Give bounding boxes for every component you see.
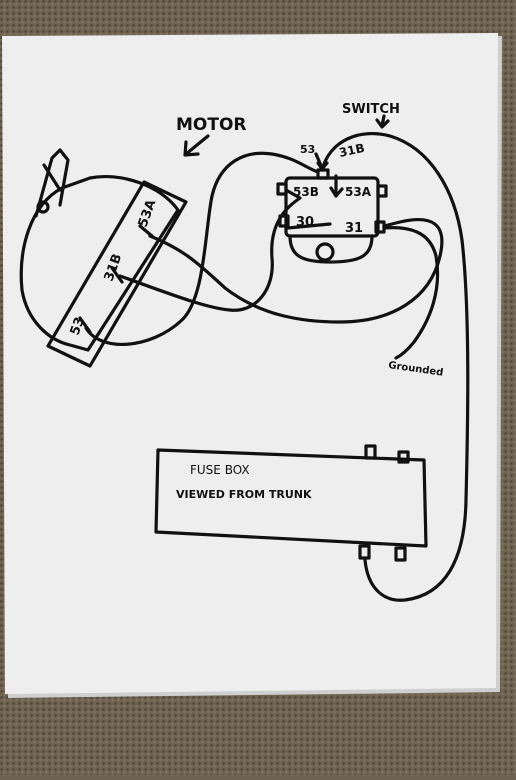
switch-label: SWITCH [342,102,400,117]
wire-motor-53-to-switch [84,151,320,346]
switch-arrow [375,114,390,129]
fuse-box-tab-bottom-left [358,544,371,560]
switch-terminal-31-label: 31 [345,221,363,236]
paper-sheet [2,33,498,694]
switch-terminal-53b-label: 53B [293,185,319,199]
switch-terminal-31b-label: 31B [338,141,366,160]
switch-internal-arrow [329,174,344,198]
motor-crank-pivot [36,200,50,214]
fuse-box-outline [154,448,428,548]
switch-base [288,234,374,264]
fuse-box-tab-bottom-right [394,546,407,562]
motor-crank-line [42,163,62,192]
switch-base-knob [315,242,335,262]
fuse-box-subtitle: VIEWED FROM TRUNK [176,488,312,501]
motor-terminal-53-label: 53 [68,315,88,337]
motor-body [19,174,180,352]
switch-tab-53a [376,184,388,198]
switch-terminal-53a-label: 53A [345,185,372,199]
switch-terminal-30-label: 30 [296,215,314,230]
fuse-box-tab-top-right [397,450,410,464]
wire-motor-31b-to-switch [118,188,302,312]
motor-arrow [183,134,210,157]
motor-terminal-block [46,180,188,368]
motor-crank-arm [34,148,70,218]
switch-body [284,176,380,238]
ink-drawing [19,114,470,602]
motor-label: MOTOR [176,115,247,135]
wire-motor-53a-to-switch [148,217,444,324]
switch-internal-line [286,222,332,230]
motor-terminal-31b-bar [110,266,124,284]
motor-terminal-53a-bar [138,224,154,238]
wire-switch-to-fuse-box [320,131,470,602]
fuse-box-tab-top-left [364,444,377,460]
fuse-box-title: FUSE BOX [190,463,250,477]
switch-terminal-53-label: 53 [300,143,315,156]
wire-switch-31-to-ground [382,226,440,360]
